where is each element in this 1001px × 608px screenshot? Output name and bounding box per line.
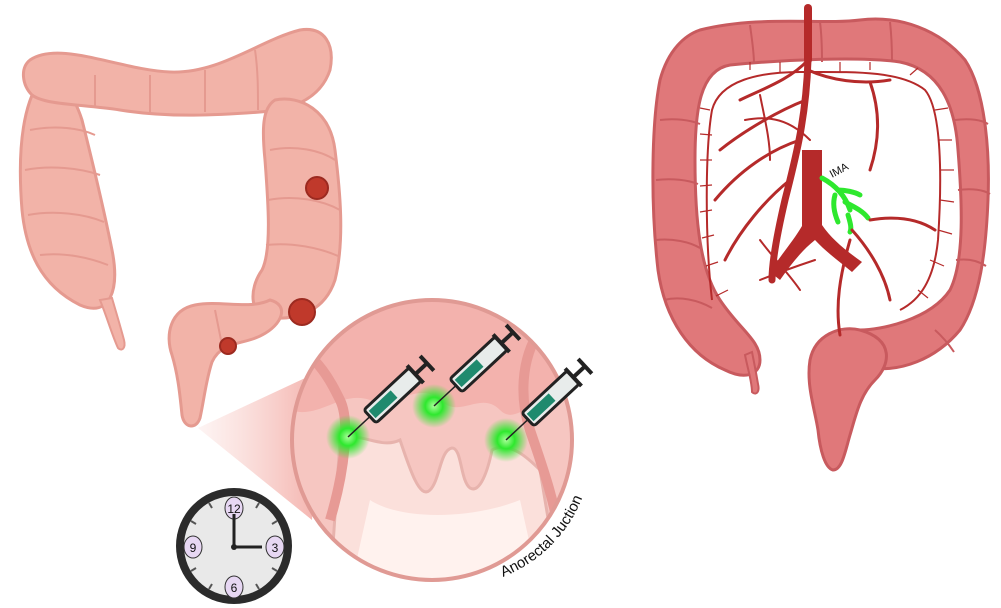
- tumor-2: [289, 299, 315, 325]
- clock-number-9: 9: [190, 541, 197, 555]
- ima-label: IMA: [828, 161, 851, 181]
- tumor-1: [306, 177, 328, 199]
- tumor-3: [220, 338, 236, 354]
- marginal-artery: [707, 72, 940, 310]
- descending-colon: [253, 99, 341, 318]
- clock-icon: 12 3 6 9: [176, 488, 292, 604]
- ascending-colon: [20, 79, 114, 308]
- sigmoid-rectum-right: [809, 329, 886, 470]
- ima-artery: [822, 178, 868, 232]
- clock-number-6: 6: [231, 581, 238, 595]
- colon-right: IMA: [653, 8, 990, 470]
- clock-number-3: 3: [272, 541, 279, 555]
- clock-number-12: 12: [227, 502, 241, 516]
- colon-left: [20, 29, 340, 426]
- cecum-appendix: [100, 298, 125, 350]
